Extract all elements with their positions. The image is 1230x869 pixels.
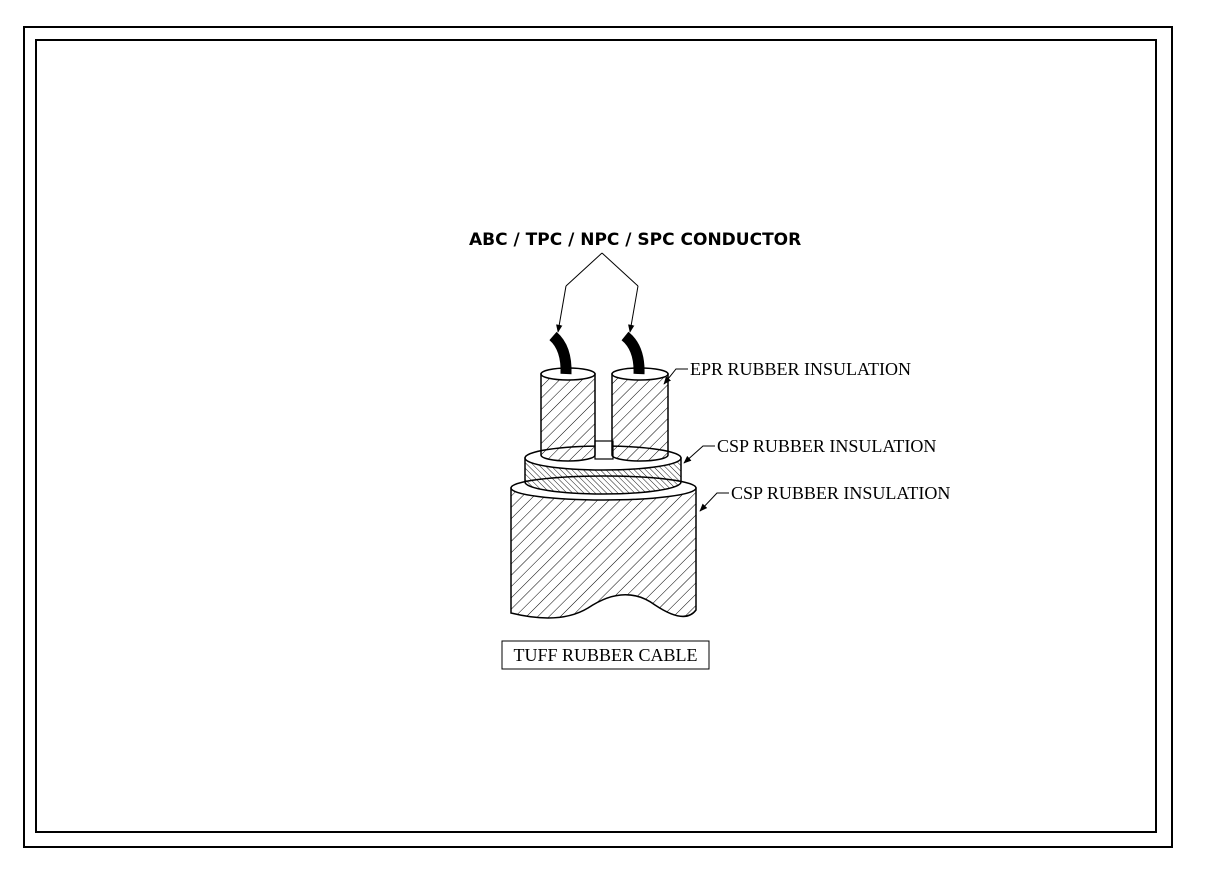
epr-label: EPR RUBBER INSULATION xyxy=(690,359,911,379)
core-filler xyxy=(594,440,614,460)
right-core xyxy=(611,367,669,462)
left-core xyxy=(540,367,596,462)
outer-frame xyxy=(23,26,1173,848)
title-box xyxy=(501,640,710,670)
inner-frame xyxy=(35,39,1157,833)
outer-sheath xyxy=(510,475,697,619)
right-conductor xyxy=(621,331,645,375)
csp-inner-label: CSP RUBBER INSULATION xyxy=(717,436,936,456)
diagram-title: TUFF RUBBER CABLE xyxy=(513,645,697,665)
left-conductor xyxy=(549,331,572,375)
insulation-leaders xyxy=(663,368,729,512)
conductor-leaders xyxy=(556,252,639,333)
conductor-label: ABC / TPC / NPC / SPC CONDUCTOR xyxy=(469,230,801,250)
csp-outer-label: CSP RUBBER INSULATION xyxy=(731,483,950,503)
